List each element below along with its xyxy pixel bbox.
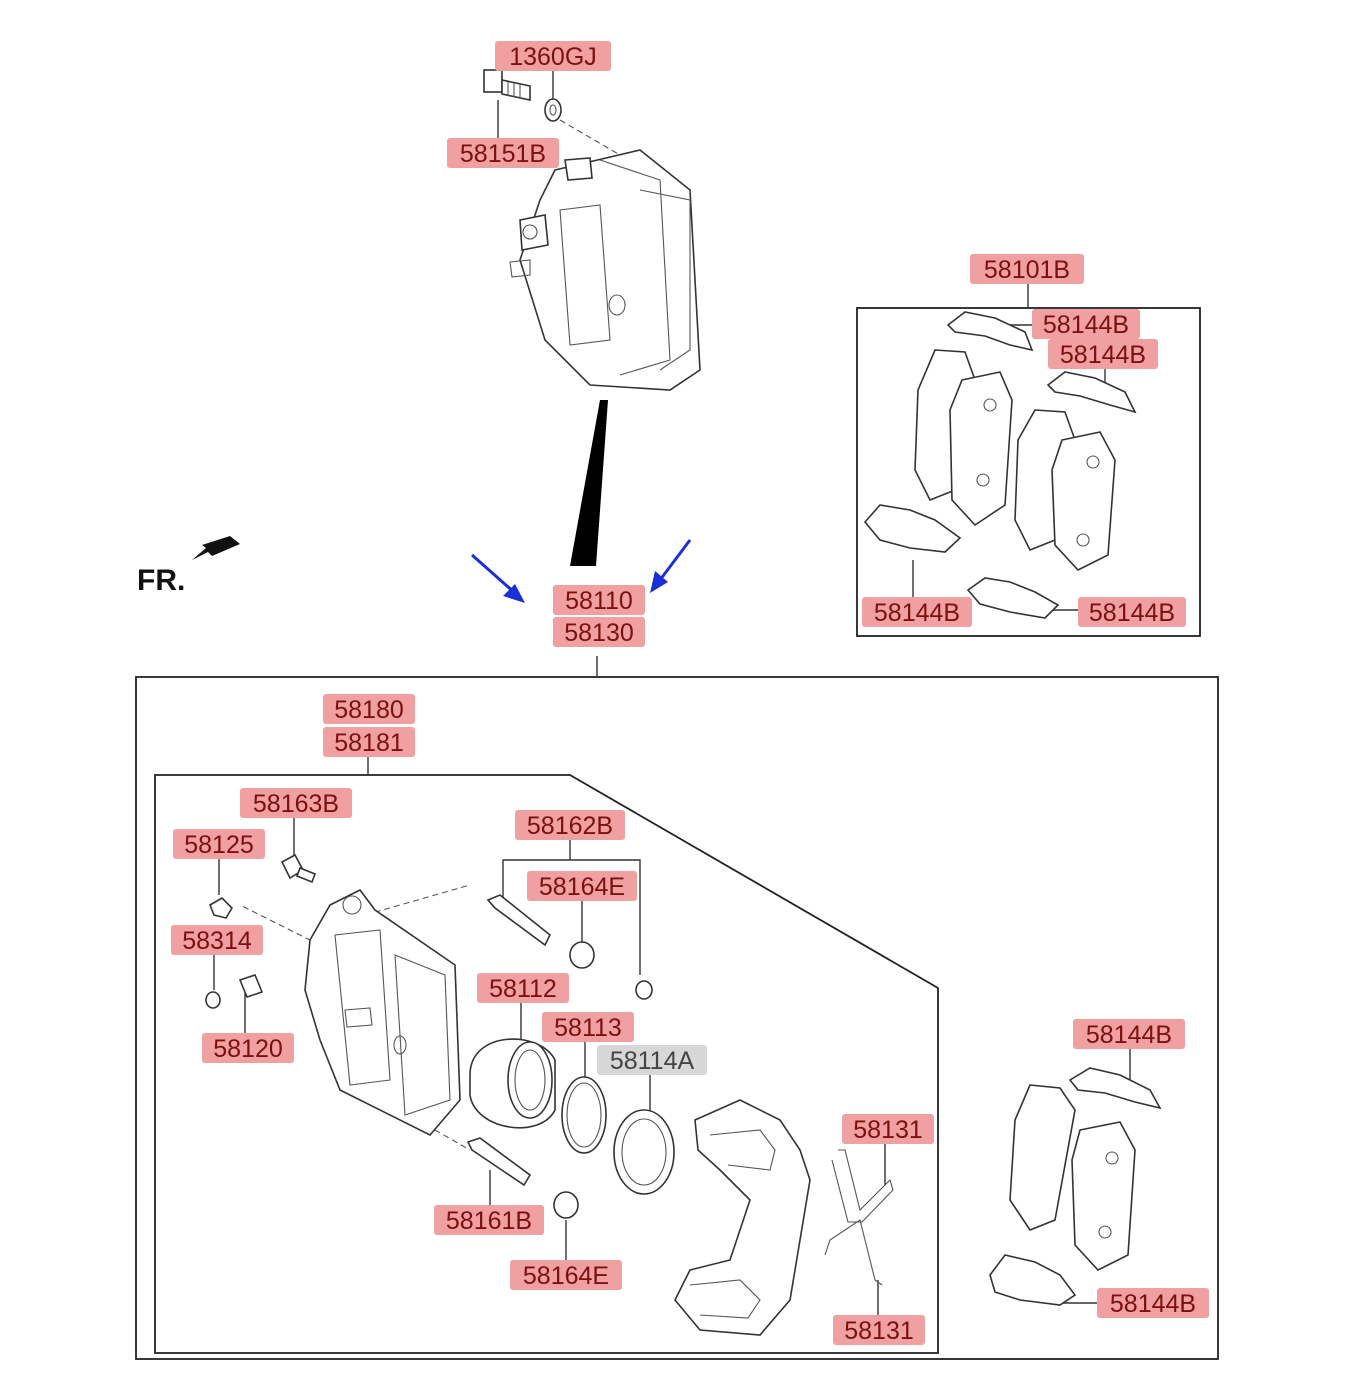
svg-text:58151B: 58151B [460,140,546,168]
pad-kit-parts [863,311,1137,619]
part-label-58114a[interactable]: 58114A [597,1045,707,1075]
part-label-58144b-4[interactable]: 58144B [1078,597,1186,627]
svg-text:58114A: 58114A [610,1047,695,1075]
caliper-body-frame [154,774,939,1354]
part-label-58164e-upper[interactable]: 58164E [527,871,637,901]
front-direction-indicator: FR. [137,536,240,597]
svg-text:58131: 58131 [853,1116,923,1144]
assembly-wedge-icon [570,400,608,566]
part-label-58130[interactable]: 58130 [553,617,645,647]
svg-text:58144B: 58144B [874,599,960,627]
part-label-58125[interactable]: 58125 [173,829,265,859]
part-label-58163b[interactable]: 58163B [240,788,352,818]
caliper-assy-frame [135,676,1219,1360]
part-label-58181[interactable]: 58181 [323,727,415,757]
front-label: FR. [137,564,185,597]
svg-text:58161B: 58161B [446,1207,532,1235]
svg-text:58112: 58112 [489,975,557,1003]
pointer-arrow-left-icon [503,584,525,603]
part-label-58151b-top[interactable]: 58151B [447,138,559,168]
svg-text:58144B: 58144B [1089,599,1175,627]
part-label-58144b-1[interactable]: 58144B [1032,309,1140,339]
svg-text:58120: 58120 [213,1035,283,1063]
part-label-58180[interactable]: 58180 [323,694,415,724]
pointer-arrow-right-icon [650,571,668,593]
part-label-58101b[interactable]: 58101B [970,254,1084,284]
svg-text:58131: 58131 [844,1317,914,1345]
part-label-58144b-3[interactable]: 58144B [862,597,972,627]
svg-text:58180: 58180 [334,696,404,724]
svg-text:58144B: 58144B [1043,311,1129,339]
part-label-58131-lower[interactable]: 58131 [833,1315,925,1345]
part-label-58161b[interactable]: 58161B [434,1205,544,1235]
part-label-58120[interactable]: 58120 [202,1033,294,1063]
svg-text:58163B: 58163B [253,790,339,818]
svg-text:58181: 58181 [334,729,404,757]
lower-pad-parts [989,1067,1162,1306]
svg-text:58164E: 58164E [539,873,625,901]
svg-text:58110: 58110 [565,587,633,615]
part-label-58144b-6[interactable]: 58144B [1097,1288,1209,1318]
svg-text:58101B: 58101B [984,256,1070,284]
part-label-58110[interactable]: 58110 [553,585,645,615]
svg-text:58113: 58113 [554,1014,622,1042]
part-label-58314[interactable]: 58314 [171,925,263,955]
svg-text:58144B: 58144B [1060,341,1146,369]
part-label-58144b-2[interactable]: 58144B [1048,339,1158,369]
svg-text:58162B: 58162B [527,812,613,840]
pointer-arrows [471,539,692,603]
top-caliper-assembly [483,69,701,391]
svg-text:58144B: 58144B [1086,1021,1172,1049]
part-label-58162b[interactable]: 58162B [515,810,625,840]
svg-text:58144B: 58144B [1110,1290,1196,1318]
svg-text:58164E: 58164E [523,1262,609,1290]
svg-text:58125: 58125 [184,831,254,859]
part-label-58131-upper[interactable]: 58131 [842,1114,934,1144]
svg-text:58314: 58314 [182,927,252,955]
part-label-58112[interactable]: 58112 [477,973,569,1003]
part-label-1360gj[interactable]: 1360GJ [495,41,611,71]
part-label-58144b-5[interactable]: 58144B [1073,1019,1185,1049]
svg-text:1360GJ: 1360GJ [509,43,597,71]
part-label-58164e-lower[interactable]: 58164E [510,1260,622,1290]
svg-text:58130: 58130 [564,619,634,647]
part-label-58113[interactable]: 58113 [542,1012,634,1042]
caliper-body-parts [205,853,894,1336]
front-arrow-icon [192,536,240,560]
